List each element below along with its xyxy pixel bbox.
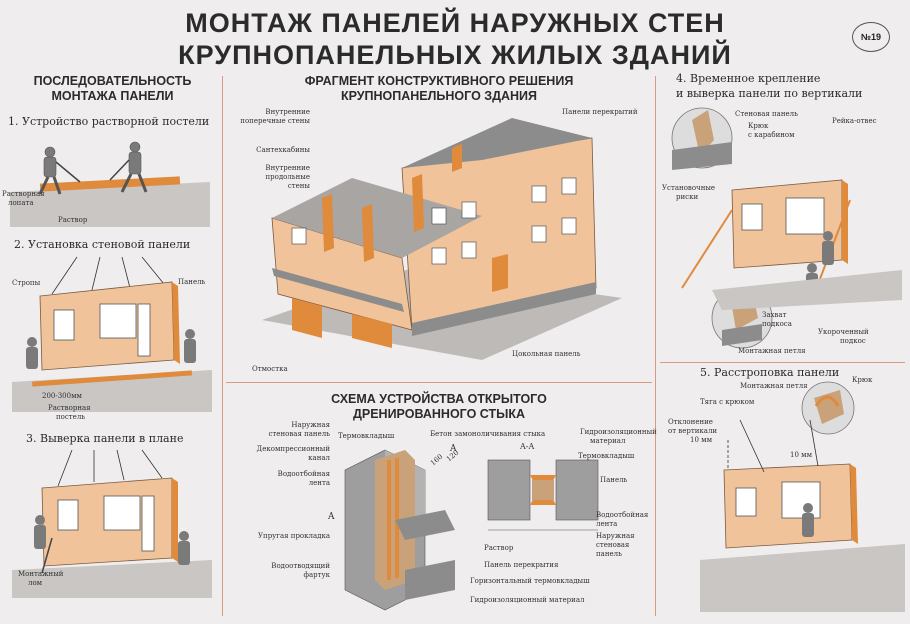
label-deviation-3: 10 мм	[690, 436, 713, 444]
poster-title-line1: МОНТАЖ ПАНЕЛЕЙ НАРУЖНЫХ СТЕН	[185, 8, 725, 38]
step4-illustration	[671, 107, 902, 349]
label-grip-1: Захват	[762, 311, 787, 319]
step2-title: 2. Установка стеновой панели	[14, 238, 191, 251]
label-inner-long-1: Внутренние	[265, 164, 310, 172]
divider-center	[226, 382, 652, 383]
step3-crowbar-label-1: Монтажный	[18, 570, 64, 578]
divider-right	[655, 76, 656, 616]
label-hook-step5: Крюк	[852, 376, 873, 384]
label-inner-cross-1: Внутренние	[265, 108, 310, 116]
label-plinth-panel: Цокольная панель	[512, 350, 581, 358]
label-dim-10: 10 мм	[790, 451, 813, 459]
center-top-heading-line2: КРУПНОПАНЕЛЬНОГО ЗДАНИЯ	[340, 89, 538, 103]
label-decompression-2: канал	[308, 454, 330, 462]
label-slab-panel: Панель перекрытия	[484, 561, 559, 569]
label-marks-2: риски	[676, 193, 699, 201]
poster-number: №19	[852, 22, 890, 52]
label-concrete: Бетон замоноличивания стыка	[430, 430, 546, 438]
label-plumb-rail: Рейка-отвес	[832, 117, 877, 125]
label-waterproofing-1: Гидроизоляционный	[580, 428, 657, 436]
step1-title: 1. Устройство растворной постели	[8, 115, 210, 128]
label-inner-long-3: стены	[287, 182, 310, 190]
label-outer-panel-1: Наружная	[291, 421, 330, 429]
label-inner-cross-2: поперечные стены	[240, 117, 310, 125]
label-outer-panel-r-3: панель	[596, 550, 622, 558]
step4-title-line2: и выверка панели по вертикали	[676, 87, 863, 100]
label-waterproofing-2: материал	[590, 437, 626, 445]
step3-title: 3. Выверка панели в плане	[26, 432, 184, 445]
label-deviation-2: от вертикали	[668, 427, 718, 435]
step4-title-line1: 4. Временное крепление	[676, 72, 821, 85]
label-section-a: A	[328, 512, 335, 522]
label-waterproof-tape-2: лента	[308, 479, 330, 487]
left-heading-line1: ПОСЛЕДОВАТЕЛЬНОСТЬ	[33, 74, 192, 88]
label-loop-step4: Монтажная петля	[738, 347, 806, 355]
label-mortar-joint: Раствор	[484, 544, 514, 552]
joint-section-illustration	[487, 459, 599, 531]
label-waterproof-tape-1: Водоотбойная	[277, 470, 330, 478]
label-loop-step5: Монтажная петля	[740, 382, 808, 390]
label-short-brace-2: подкос	[840, 337, 866, 345]
center-top-heading-line1: ФРАГМЕНТ КОНСТРУКТИВНОГО РЕШЕНИЯ	[304, 74, 574, 88]
step5-title: 5. Расстроповка панели	[700, 366, 840, 379]
label-outer-panel-r-1: Наружная	[596, 532, 635, 540]
label-outer-panel-2: стеновая панель	[268, 430, 330, 438]
label-inner-long-2: продольные	[265, 173, 310, 181]
step2-slings-label: Стропы	[12, 279, 41, 287]
building-illustration	[262, 118, 622, 360]
divider-right-h	[660, 362, 905, 363]
label-wall-panel: Стеновая панель	[735, 110, 798, 118]
label-drain-apron-2: фартук	[303, 571, 331, 579]
label-waterproofing-bottom: Гидроизоляционный материал	[470, 596, 585, 604]
label-thermo-insert-top: Термовкладыш	[338, 432, 395, 440]
step5-illustration	[700, 381, 905, 612]
step1-shovel-label-2: лопата	[8, 199, 34, 207]
label-section-aa: A-A	[520, 442, 535, 451]
label-horizontal-insert: Горизонтальный термовкладыш	[470, 577, 590, 585]
label-hook-2: с карабином	[748, 131, 795, 139]
label-grip-2: подкоса	[762, 320, 792, 328]
center-bottom-heading-line2: ДРЕНИРОВАННОГО СТЫКА	[352, 407, 526, 421]
label-short-brace-1: Укороченный	[818, 328, 869, 336]
label-thermo-insert-right: Термовкладыш	[578, 452, 635, 460]
step2-bed-label-2: постель	[56, 413, 86, 421]
label-decompression-1: Декомпрессионный	[256, 445, 330, 453]
label-sanitary: Сантехкабины	[256, 146, 310, 154]
step2-gap-label: 200-300мм	[42, 392, 82, 400]
label-marks-1: Установочные	[662, 184, 716, 192]
left-heading-line2: МОНТАЖА ПАНЕЛИ	[51, 89, 174, 103]
step1-mortar-label: Раствор	[58, 216, 88, 224]
label-section-a-top: A	[450, 444, 457, 454]
joint-3d-illustration	[344, 449, 455, 611]
divider-left	[222, 76, 223, 616]
poster-title-line2: КРУПНОПАНЕЛЬНЫХ ЖИЛЫХ ЗДАНИЙ	[178, 40, 732, 70]
label-rod: Тяга с крюком	[700, 398, 755, 406]
label-hook-1: Крюк	[748, 122, 769, 130]
step3-illustration	[12, 449, 212, 598]
step3-crowbar-label-2: лом	[28, 579, 43, 587]
step1-shovel-label-1: Растворная	[2, 190, 45, 198]
step2-illustration	[12, 256, 212, 412]
label-elastic-gasket: Упругая прокладка	[257, 532, 330, 540]
label-panel-right: Панель	[600, 476, 628, 484]
step2-bed-label-1: Растворная	[48, 404, 91, 412]
label-drain-apron-1: Водоотводящий	[271, 562, 330, 570]
label-deviation-1: Отклонение	[668, 418, 713, 426]
step1-illustration	[10, 141, 210, 227]
step2-panel-label: Панель	[178, 278, 206, 286]
label-slab-panels: Панели перекрытий	[562, 108, 638, 116]
label-outer-panel-r-2: стеновая	[596, 541, 630, 549]
label-waterproof-tape-r-1: Водоотбойная	[596, 511, 649, 519]
label-waterproof-tape-r-2: лента	[596, 520, 618, 528]
center-bottom-heading-line1: СХЕМА УСТРОЙСТВА ОТКРЫТОГО	[331, 392, 547, 406]
label-blind-area: Отмостка	[252, 365, 288, 373]
